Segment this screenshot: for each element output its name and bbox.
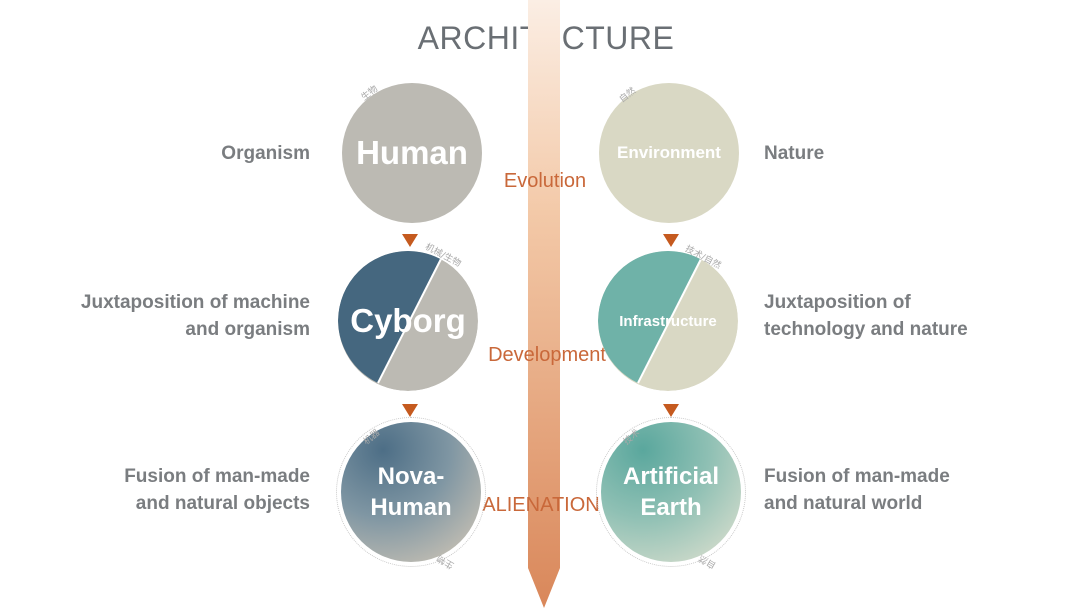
desc-fusion-objects: Fusion of man-made and natural objects: [124, 463, 310, 517]
circle-infrastructure-label: Infrastructure: [619, 312, 717, 330]
desc-line: and natural world: [764, 493, 923, 514]
desc-nature: Nature: [764, 140, 824, 167]
circle-artificial-earth-label: Artificial Earth: [601, 422, 741, 562]
artificial-earth-outer-ring: [596, 417, 746, 567]
circle-cyborg: Cyborg: [338, 251, 478, 391]
circle-environment: Environment: [599, 83, 739, 223]
circle-nova-human: Nova- Human: [341, 422, 481, 562]
label-line: Artificial: [622, 463, 720, 490]
label-line: Nova-: [377, 463, 445, 490]
desc-line: technology and nature: [764, 319, 968, 340]
desc-line: Juxtaposition of machine: [80, 292, 310, 313]
stage-label-alienation: ALIENATION: [482, 494, 600, 516]
circle-infrastructure: Infrastructure: [598, 251, 738, 391]
desc-juxtaposition-technology: Juxtaposition of technology and nature: [764, 289, 968, 343]
circle-artificial-earth: Artificial Earth: [601, 422, 741, 562]
label-line: Human: [370, 494, 452, 521]
circle-nova-human-label: Nova- Human: [341, 422, 481, 562]
down-arrow-icon: [402, 234, 418, 247]
circle-environment-label: Environment: [617, 143, 721, 162]
circle-human: Human: [342, 83, 482, 223]
infrastructure-split-graphic: [598, 251, 738, 391]
stage-label-evolution: Evolution: [503, 170, 587, 192]
desc-line: Fusion of man-made: [764, 466, 950, 487]
desc-organism: Organism: [221, 140, 310, 167]
down-arrow-icon: [402, 404, 418, 417]
down-arrow-icon: [663, 234, 679, 247]
desc-line: and organism: [185, 319, 310, 340]
nova-human-outer-ring: [336, 417, 486, 567]
desc-line: Nature: [764, 143, 825, 164]
desc-line: Fusion of man-made: [124, 466, 310, 487]
label-line: Earth: [640, 494, 702, 521]
desc-fusion-world: Fusion of man-made and natural world: [764, 463, 950, 517]
stage-label-development: Development: [488, 344, 606, 366]
circle-human-label: Human: [356, 134, 468, 171]
desc-line: Juxtaposition of: [764, 292, 911, 313]
desc-line: Organism: [221, 143, 310, 164]
circle-cyborg-label: Cyborg: [350, 302, 466, 339]
cyborg-split-graphic: [338, 251, 478, 391]
desc-line: and natural objects: [135, 493, 310, 514]
desc-juxtaposition-machine: Juxtaposition of machine and organism: [81, 289, 310, 343]
down-arrow-icon: [663, 404, 679, 417]
evolution-axis-arrow: [528, 0, 560, 608]
